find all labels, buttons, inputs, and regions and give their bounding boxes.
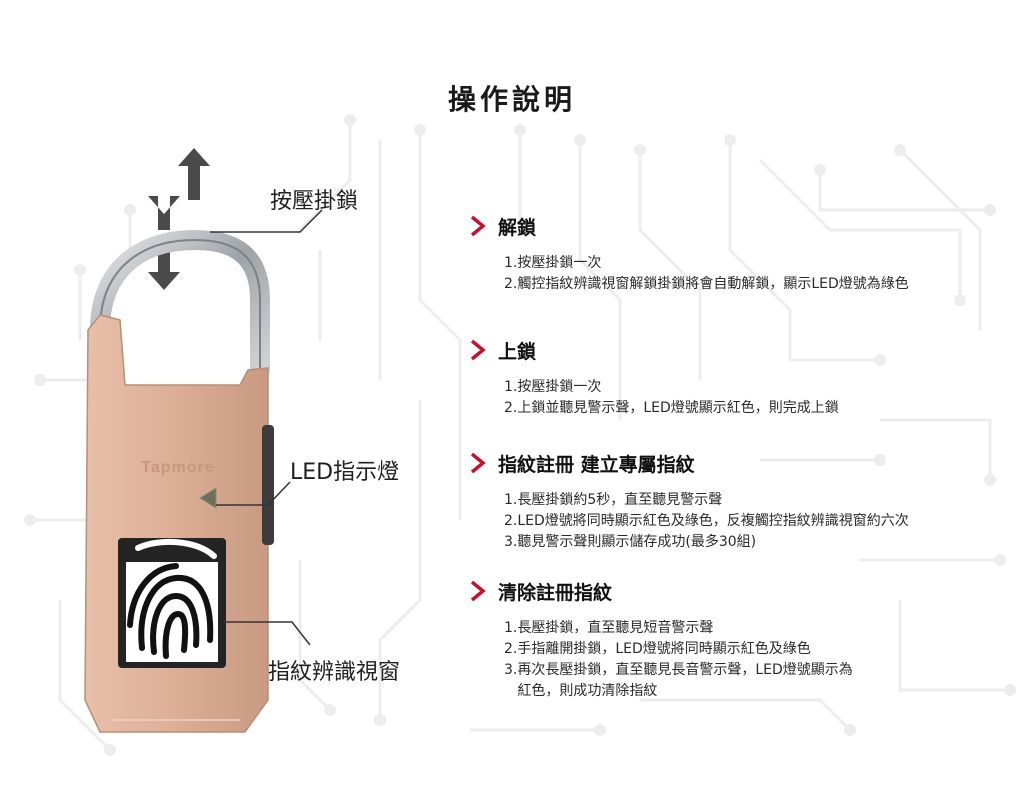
- list-item: 1.長壓掛鎖，直至聽見短音警示聲: [504, 620, 714, 636]
- list-item: 3.聽見警示聲則顯示儲存成功(最多30組): [504, 534, 757, 550]
- chevron-right-icon: [470, 215, 486, 237]
- section-heading: 解鎖: [498, 216, 537, 239]
- list-item: 2.手指離開掛鎖，LED燈號將同時顯示紅色及綠色: [504, 641, 811, 657]
- section-heading: 清除註冊指紋: [498, 581, 613, 604]
- brand-logo: Tapmore: [141, 459, 214, 476]
- list-item: 1.按壓掛鎖一次: [504, 379, 602, 395]
- section-lock: 上鎖 1.按壓掛鎖一次 2.上鎖並聽見警示聲，LED燈號顯示紅色，則完成上鎖: [470, 337, 1010, 419]
- list-item: 紅色，則成功清除指紋: [504, 683, 658, 699]
- list-item: 2.觸控指紋辨識視窗解鎖掛鎖將會自動解鎖，顯示LED燈號為綠色: [504, 276, 909, 292]
- section-heading: 上鎖: [498, 340, 537, 363]
- callout-press-lock: 按壓掛鎖: [270, 189, 359, 214]
- fingerprint-icon: [127, 538, 217, 659]
- section-heading: 指紋註冊 建立專屬指紋: [498, 453, 695, 476]
- chevron-right-icon: [470, 339, 486, 361]
- up-down-arrows-icon: [148, 148, 210, 290]
- section-clear-fingerprint: 清除註冊指紋 1.長壓掛鎖，直至聽見短音警示聲 2.手指離開掛鎖，LED燈號將同…: [470, 578, 1010, 702]
- list-item: 2.LED燈號將同時顯示紅色及綠色，反複觸控指紋辨識視窗約六次: [504, 513, 909, 529]
- list-item: 3.再次長壓掛鎖，直至聽見長音警示聲，LED燈號顯示為: [504, 662, 853, 678]
- page-title: 操作說明: [447, 83, 576, 116]
- chevron-right-icon: [470, 580, 486, 602]
- callout-fingerprint-window: 指紋辨識視窗: [268, 660, 401, 685]
- section-unlock: 解鎖 1.按壓掛鎖一次 2.觸控指紋辨識視窗解鎖掛鎖將會自動解鎖，顯示LED燈號…: [470, 213, 1010, 295]
- section-register-fingerprint: 指紋註冊 建立專屬指紋 1.長壓掛鎖約5秒，直至聽見警示聲 2.LED燈號將同時…: [470, 450, 1010, 553]
- list-item: 1.長壓掛鎖約5秒，直至聽見警示聲: [504, 492, 723, 508]
- chevron-right-icon: [470, 452, 486, 474]
- list-item: 2.上鎖並聽見警示聲，LED燈號顯示紅色，則完成上鎖: [504, 400, 839, 416]
- list-item: 1.按壓掛鎖一次: [504, 255, 602, 271]
- callout-led-indicator: LED指示燈: [290, 460, 400, 485]
